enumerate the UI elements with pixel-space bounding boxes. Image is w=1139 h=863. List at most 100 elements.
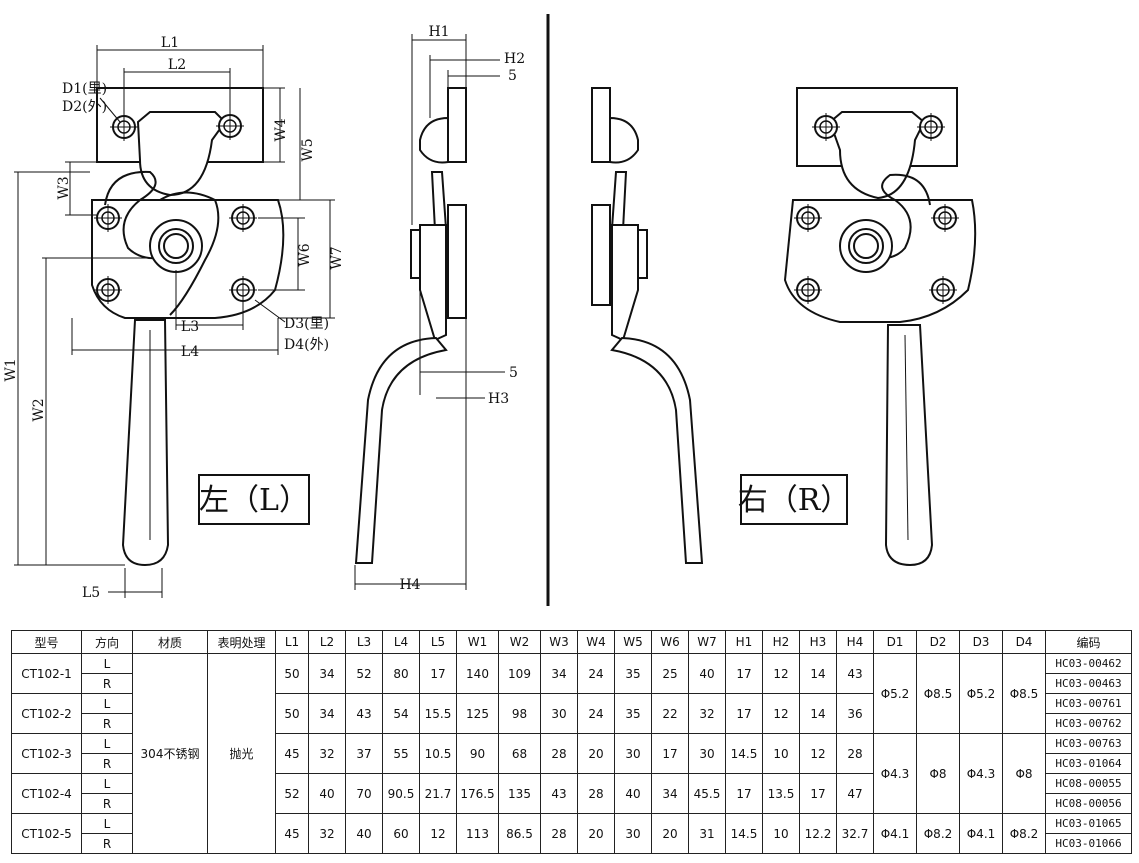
- dimension-cell: 31: [688, 813, 726, 854]
- dimension-cell: 28: [540, 733, 578, 774]
- dim-W6: W6: [297, 243, 313, 266]
- dimension-cell: 10.5: [419, 733, 457, 774]
- dim-5-top: 5: [508, 68, 517, 84]
- direction-cell: R: [81, 833, 133, 854]
- direction-cell: R: [81, 673, 133, 694]
- right-front-view: [783, 87, 977, 567]
- dimension-cell: 176.5: [456, 773, 499, 814]
- header-cell: W4: [577, 630, 615, 654]
- dimension-cell: 20: [577, 813, 615, 854]
- dimension-cell: 86.5: [498, 813, 541, 854]
- dimension-cell: 15.5: [419, 693, 457, 734]
- dim-L4: L4: [181, 344, 199, 360]
- dimension-cell: 12: [762, 653, 800, 694]
- dimension-cell: 30: [614, 733, 652, 774]
- dimension-cell: 32.7: [836, 813, 874, 854]
- dimension-cell: 24: [577, 693, 615, 734]
- model-cell: CT102-2: [11, 693, 82, 734]
- dimension-cell: 34: [540, 653, 578, 694]
- dimension-cell: 14: [799, 653, 837, 694]
- dim-L2: L2: [168, 57, 186, 73]
- diameter-cell: Φ8: [916, 733, 960, 814]
- dimension-cell: 10: [762, 813, 800, 854]
- dim-H4: H4: [399, 577, 420, 593]
- dimension-cell: 21.7: [419, 773, 457, 814]
- dimension-cell: 10: [762, 733, 800, 774]
- dimension-cell: 60: [382, 813, 420, 854]
- header-cell: 型号: [11, 630, 82, 654]
- header-cell: H3: [799, 630, 837, 654]
- direction-cell: R: [81, 713, 133, 734]
- dim-W4: W4: [273, 118, 289, 141]
- header-cell: W2: [498, 630, 541, 654]
- code-cell: HC03-01064: [1045, 753, 1132, 774]
- dimension-cell: 22: [651, 693, 689, 734]
- left-label-box: [198, 474, 310, 525]
- dimension-cell: 36: [836, 693, 874, 734]
- dimension-cell: 28: [540, 813, 578, 854]
- right-side-view: [591, 87, 704, 564]
- code-cell: HC03-00462: [1045, 653, 1132, 674]
- side-view: [354, 87, 467, 564]
- dimension-cell: 37: [345, 733, 383, 774]
- model-cell: CT102-1: [11, 653, 82, 694]
- code-cell: HC08-00056: [1045, 793, 1132, 814]
- dimension-cell: 17: [725, 773, 763, 814]
- dimension-cell: 54: [382, 693, 420, 734]
- dimension-cell: 50: [275, 653, 309, 694]
- diameter-cell: Φ4.3: [959, 733, 1003, 814]
- dimension-cell: 40: [614, 773, 652, 814]
- dimension-cell: 125: [456, 693, 499, 734]
- code-cell: HC03-00463: [1045, 673, 1132, 694]
- header-cell: H1: [725, 630, 763, 654]
- right-label: 右（R）: [738, 483, 851, 518]
- dimension-cell: 14.5: [725, 733, 763, 774]
- dimension-cell: 68: [498, 733, 541, 774]
- dimension-cell: 109: [498, 653, 541, 694]
- header-cell: W5: [614, 630, 652, 654]
- dimension-cell: 47: [836, 773, 874, 814]
- dimension-cell: 34: [308, 653, 346, 694]
- dim-W2: W2: [31, 398, 47, 421]
- dimension-cell: 25: [651, 653, 689, 694]
- dim-D2: D2(外): [62, 99, 107, 115]
- code-cell: HC03-00763: [1045, 733, 1132, 754]
- dimension-cell: 140: [456, 653, 499, 694]
- dimension-cell: 32: [308, 813, 346, 854]
- header-cell: D3: [959, 630, 1003, 654]
- dimension-cell: 34: [651, 773, 689, 814]
- left-dimension-lines: [14, 45, 335, 598]
- dimension-cell: 55: [382, 733, 420, 774]
- dimension-cell: 35: [614, 693, 652, 734]
- technical-drawing: L1 L2 D1(里) D2(外) W4 W5 W3 W6 W7 W1 W2 L…: [3, 14, 977, 606]
- header-cell: 表明处理: [207, 630, 276, 654]
- header-cell: L3: [345, 630, 383, 654]
- diameter-cell: Φ8: [1002, 733, 1046, 814]
- dimension-cell: 17: [799, 773, 837, 814]
- diameter-cell: Φ5.2: [873, 653, 917, 734]
- dim-5-bottom: 5: [509, 365, 518, 381]
- dimension-cell: 30: [688, 733, 726, 774]
- dim-L5: L5: [82, 585, 100, 601]
- dimension-cell: 113: [456, 813, 499, 854]
- dimension-cell: 14: [799, 693, 837, 734]
- dimension-cell: 52: [345, 653, 383, 694]
- model-cell: CT102-3: [11, 733, 82, 774]
- header-cell: L5: [419, 630, 457, 654]
- dimension-cell: 34: [308, 693, 346, 734]
- code-cell: HC03-00762: [1045, 713, 1132, 734]
- code-cell: HC03-00761: [1045, 693, 1132, 714]
- code-cell: HC08-00055: [1045, 773, 1132, 794]
- dimension-cell: 90: [456, 733, 499, 774]
- dimension-cell: 20: [651, 813, 689, 854]
- code-cell: HC03-01066: [1045, 833, 1132, 854]
- diameter-cell: Φ5.2: [959, 653, 1003, 734]
- header-cell: W3: [540, 630, 578, 654]
- dimension-cell: 24: [577, 653, 615, 694]
- dimension-cell: 35: [614, 653, 652, 694]
- dim-H1: H1: [428, 24, 449, 40]
